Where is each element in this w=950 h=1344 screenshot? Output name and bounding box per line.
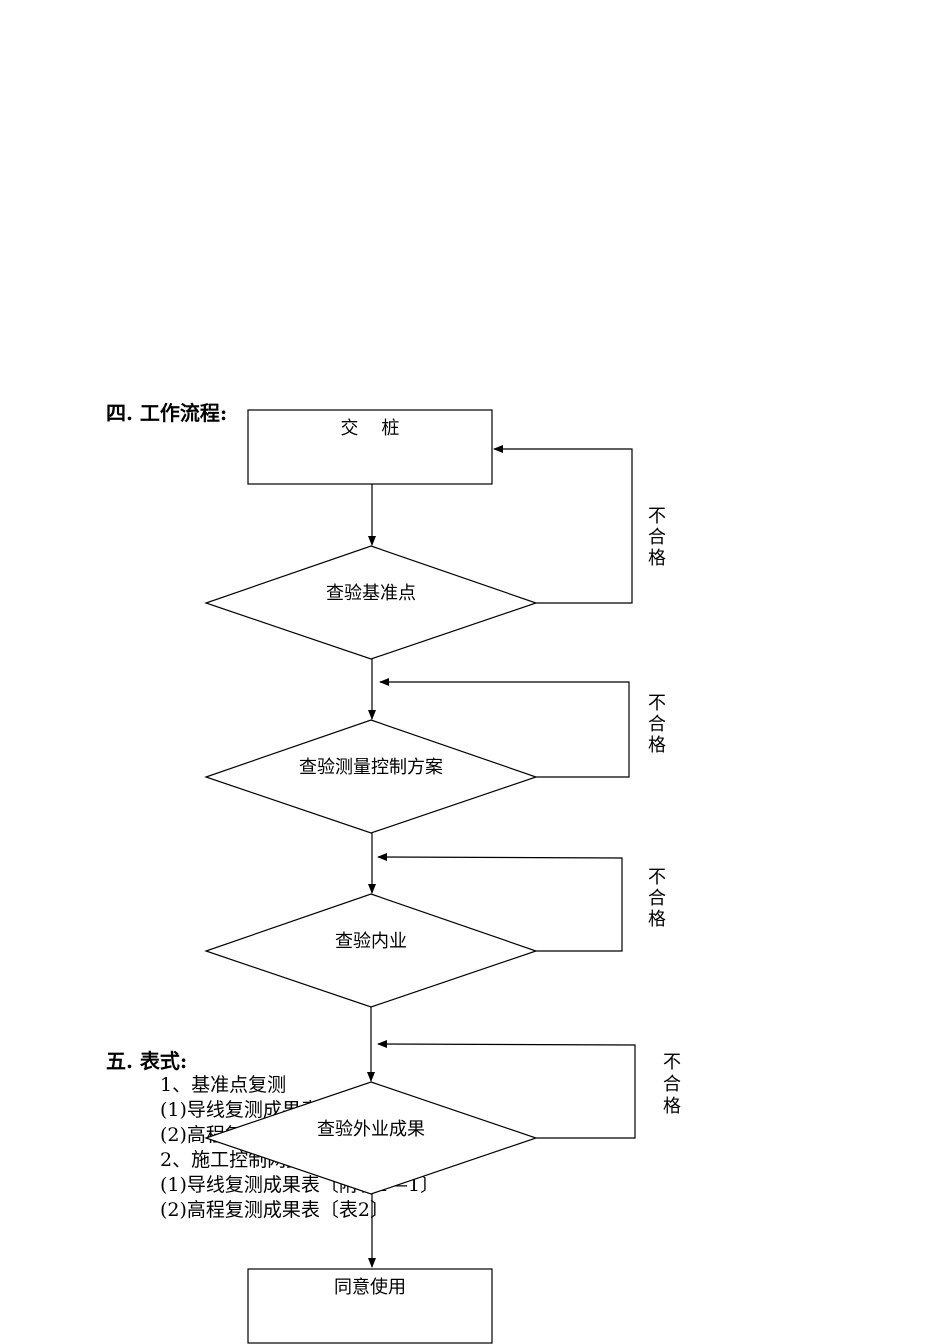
end-label: 同意使用 xyxy=(334,1277,406,1298)
reject-label-char: 不 xyxy=(648,693,666,714)
decision-diamond xyxy=(204,545,538,660)
reject-label-char: 不 xyxy=(648,867,666,888)
reject-label-char: 格 xyxy=(648,735,666,756)
section-4-title: 四. 工作流程: xyxy=(106,401,228,425)
reject-label-char: 格 xyxy=(663,1096,681,1117)
decision-label: 查验测量控制方案 xyxy=(299,757,443,778)
list-item: 1、基准点复测 xyxy=(160,1074,287,1096)
reject-loop xyxy=(493,445,633,604)
end-box xyxy=(247,1268,493,1344)
decision-diamond xyxy=(204,1081,538,1195)
decision-label: 查验外业成果 xyxy=(317,1119,425,1140)
decision-label: 查验基准点 xyxy=(326,583,416,604)
reject-label-char: 格 xyxy=(648,548,666,569)
decision-label: 查验内业 xyxy=(335,931,407,952)
reject-label-char: 合 xyxy=(648,527,666,548)
list-item: (2)高程复测成果表〔表2〕 xyxy=(160,1199,390,1221)
start-label: 交 桩 xyxy=(341,418,400,439)
reject-label-char: 不 xyxy=(648,506,666,527)
reject-loop xyxy=(379,678,630,778)
reject-label-char: 格 xyxy=(648,909,666,930)
reject-loop xyxy=(377,1040,636,1139)
section-5-title: 五. 表式: xyxy=(106,1049,188,1073)
reject-loop xyxy=(377,853,623,952)
start-box xyxy=(247,409,493,485)
decision-diamond xyxy=(204,719,538,834)
reject-label-char: 合 xyxy=(663,1074,681,1095)
reject-label-char: 合 xyxy=(648,714,666,735)
reject-label-char: 不 xyxy=(663,1052,681,1073)
reject-label-char: 合 xyxy=(648,888,666,909)
